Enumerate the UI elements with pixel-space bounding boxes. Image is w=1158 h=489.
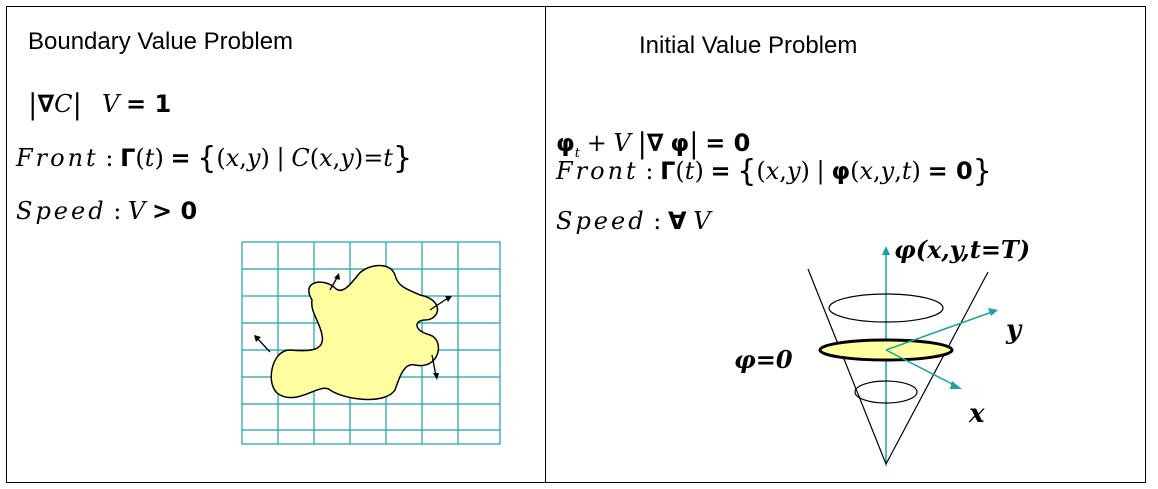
y-axis-label: y — [1005, 315, 1023, 345]
figure-frame — [6, 6, 1146, 483]
front-equation-right: Front : Γ(t) = {(x,y) | φ(x,y,t) = 0} — [556, 154, 992, 189]
initial-value-panel: Initial Value Problem φt + V |∇ φ| = 0 F… — [546, 6, 1146, 483]
eikonal-equation: |∇C| V = 1 — [28, 88, 172, 121]
front-curve — [270, 264, 440, 401]
cone-right-edge — [885, 271, 989, 465]
x-axis-arrow — [950, 381, 962, 389]
initial-value-title: Initial Value Problem — [639, 32, 858, 59]
vertical-axis-arrow — [882, 246, 890, 255]
cone-left-edge — [807, 268, 887, 465]
grid-front-diagram — [241, 241, 501, 445]
speed-equation-right: Speed : ∀ V — [556, 207, 711, 235]
boundary-value-title: Boundary Value Problem — [28, 28, 294, 55]
normal-arrows — [254, 273, 452, 380]
speed-equation-left: Speed : V > 0 — [16, 197, 198, 225]
phi-surface-label: φ(x,y,t=T) — [894, 235, 1030, 264]
x-axis-label: x — [968, 399, 985, 429]
front-equation-left: Front : Γ(t) = {(x,y) | C(x,y)=t} — [16, 141, 413, 176]
lower-level-ellipse — [854, 380, 918, 404]
cone-diagram: φ(x,y,t=T) y x φ=0 — [734, 235, 1030, 466]
y-axis — [885, 311, 993, 351]
upper-level-ellipse — [828, 293, 944, 323]
boundary-value-panel: Boundary Value Problem |∇C| V = 1 Front … — [6, 6, 545, 483]
zero-level-label: φ=0 — [734, 345, 793, 374]
y-axis-arrow — [988, 308, 998, 316]
level-set-equation: φt + V |∇ φ| = 0 — [556, 127, 751, 162]
panel-divider — [545, 6, 546, 483]
x-axis — [885, 349, 957, 387]
